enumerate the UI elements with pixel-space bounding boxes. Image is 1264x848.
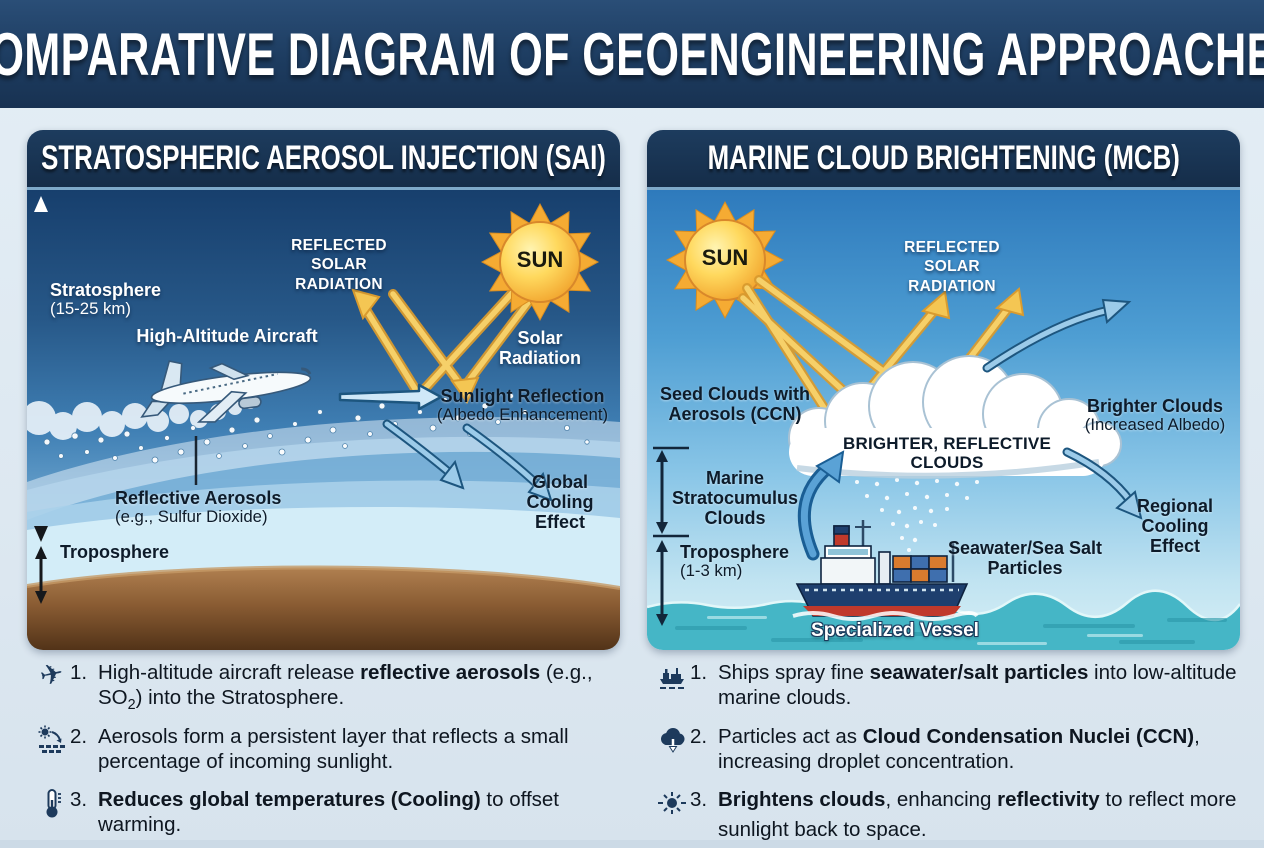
mcb-panel-header: MARINE CLOUD BRIGHTENING (MCB) xyxy=(647,130,1240,190)
mcb-steps-list: 1. Ships spray fine seawater/salt partic… xyxy=(654,660,1260,848)
sai-panel-title: STRATOSPHERIC AEROSOL INJECTION (SAI) xyxy=(41,139,606,177)
mcb-panel-title: MARINE CLOUD BRIGHTENING (MCB) xyxy=(707,139,1180,177)
troposphere-label-mcb: Troposphere (1-3 km) xyxy=(680,542,790,581)
sai-panel: STRATOSPHERIC AEROSOL INJECTION (SAI) xyxy=(27,130,620,650)
sai-step-2: 2. Aerosols form a persistent layer that… xyxy=(34,724,629,779)
mcb-panel: MARINE CLOUD BRIGHTENING (MCB) xyxy=(647,130,1240,650)
sai-panel-header: STRATOSPHERIC AEROSOL INJECTION (SAI) xyxy=(27,130,620,190)
global-cooling-label: Global Cooling Effect xyxy=(526,472,594,533)
specialized-vessel-label: Specialized Vessel xyxy=(811,620,979,641)
thermometer-icon xyxy=(34,787,70,818)
sai-steps-list: ✈ 1. High-altitude aircraft release refl… xyxy=(34,656,629,848)
sai-step-3: 3. Reduces global temperatures (Cooling)… xyxy=(34,787,629,842)
brighter-clouds-label: Brighter Clouds (Increased Albedo) xyxy=(1084,396,1226,435)
sun-label: SUN xyxy=(516,247,564,272)
sun-label-mcb: SUN xyxy=(701,245,749,270)
aircraft-label: High-Altitude Aircraft xyxy=(136,326,318,346)
page-title: COMPARATIVE DIAGRAM OF GEOENGINEERING AP… xyxy=(0,20,1264,88)
sai-scene-art xyxy=(27,196,620,650)
mcb-step-1: 1. Ships spray fine seawater/salt partic… xyxy=(654,660,1260,715)
regional-cooling-label: Regional Cooling Effect xyxy=(1136,496,1213,557)
airplane-icon: ✈ xyxy=(37,656,67,693)
bottom-strip xyxy=(0,840,1264,848)
mcb-step-3: 3. Brightens clouds, enhancing reflectiv… xyxy=(654,787,1260,842)
seawater-particles-label: Seawater/Sea Salt Particles xyxy=(947,538,1103,579)
brighten-sun-icon xyxy=(654,787,690,818)
reflected-radiation-label-mcb: REFLECTED SOLAR RADIATION xyxy=(904,239,1000,295)
marine-stratocumulus-label: Marine Stratocumulus Clouds xyxy=(671,468,799,529)
title-banner: COMPARATIVE DIAGRAM OF GEOENGINEERING AP… xyxy=(0,0,1264,108)
solar-radiation-label: Solar Radiation xyxy=(498,328,581,369)
mcb-step-2: 2. Particles act as Cloud Condensation N… xyxy=(654,724,1260,779)
ship-icon xyxy=(654,660,690,691)
stratosphere-label: Stratosphere (15-25 km) xyxy=(50,280,162,319)
sunlight-reflection-label: Sunlight Reflection (Albedo Enhancement) xyxy=(436,386,609,425)
mcb-scene: SUN REFLECTED SOLAR RADIATION Seed Cloud… xyxy=(647,190,1240,650)
sai-scene: Stratosphere (15-25 km) High-Altitude Ai… xyxy=(27,190,620,650)
bright-clouds-caption: BRIGHTER, REFLECTIVE CLOUDS xyxy=(842,434,1051,473)
reflected-radiation-label: REFLECTED SOLAR RADIATION xyxy=(291,237,387,293)
ccn-cloud-icon xyxy=(654,724,690,755)
mcb-scene-art xyxy=(647,200,1240,650)
aerosol-layer-icon xyxy=(34,724,70,755)
reflective-aerosols-label: Reflective Aerosols (e.g., Sulfur Dioxid… xyxy=(115,488,282,527)
sai-step-1: ✈ 1. High-altitude aircraft release refl… xyxy=(34,656,629,715)
seed-clouds-label: Seed Clouds with Aerosols (CCN) xyxy=(659,384,810,425)
troposphere-label: Troposphere xyxy=(60,542,170,562)
